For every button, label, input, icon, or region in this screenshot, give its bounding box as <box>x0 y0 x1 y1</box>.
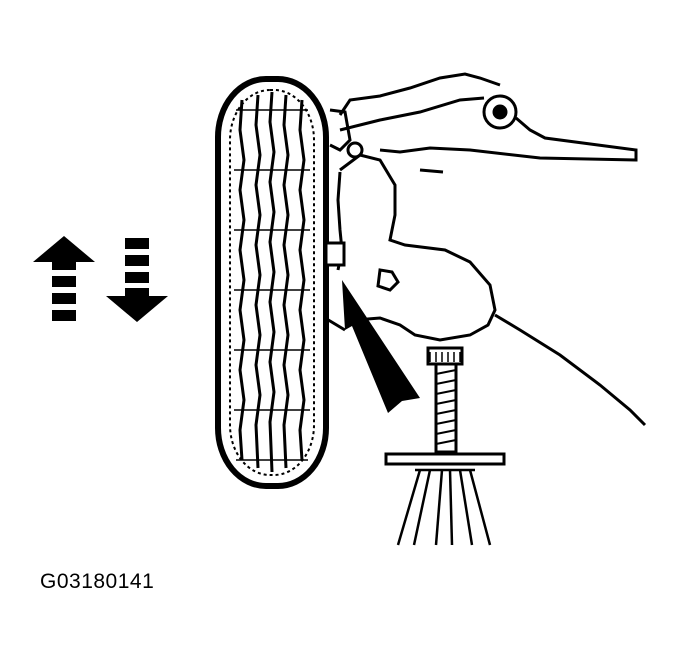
tire-icon <box>215 76 329 489</box>
jack-stand-icon <box>384 346 506 546</box>
pointer-arrow-icon <box>342 280 420 413</box>
measurement-point <box>324 241 346 267</box>
figure-code: G03180141 <box>40 570 155 593</box>
up-down-arrows-icon <box>33 236 168 322</box>
steering-knuckle <box>324 153 647 427</box>
upper-control-arm <box>329 72 638 174</box>
